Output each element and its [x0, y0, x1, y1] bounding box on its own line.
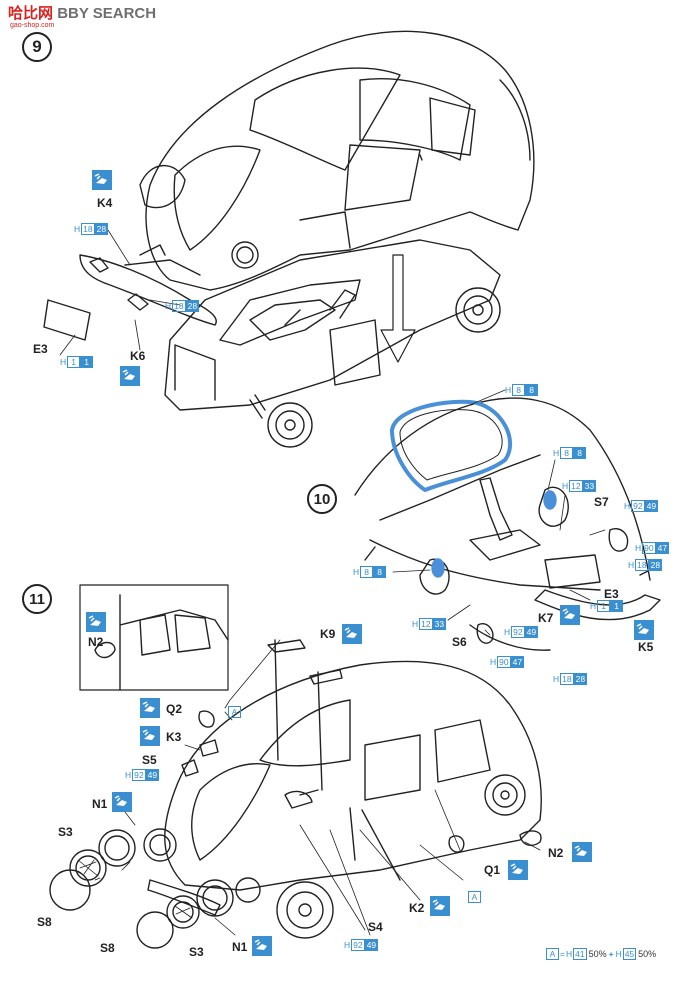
cement-glue-icon [140, 698, 160, 718]
part-label-s8: S8 [37, 915, 52, 929]
step9-leaders [59, 229, 181, 356]
part-label-s6: S6 [452, 635, 467, 649]
part-label-k6: K6 [130, 349, 146, 363]
part-label-k5: K5 [638, 640, 654, 654]
part-label-q1: Q1 [484, 863, 501, 877]
cement-glue-icon [120, 366, 140, 386]
step9-chassis [164, 239, 501, 448]
part-label-s3: S3 [58, 825, 73, 839]
part-label-n2-b: N2 [548, 846, 564, 860]
part-label-e3: E3 [33, 342, 48, 356]
step10-leaders [392, 389, 606, 636]
cement-glue-icon [560, 605, 580, 625]
headlight-recess-right [543, 490, 557, 510]
part-label-k9: K9 [320, 627, 336, 641]
part-label-k7: K7 [538, 611, 554, 625]
part-label-s3-b: S3 [189, 945, 204, 959]
step11-parts [49, 710, 542, 949]
cement-glue-icon [634, 620, 654, 640]
watermark-logo: 哈比网 BBY SEARCH [8, 6, 156, 22]
step11-inset [79, 584, 229, 691]
step9-body-shell [139, 30, 535, 291]
inset-door [94, 594, 229, 691]
step-number-11: 11 [22, 584, 52, 614]
part-label-s7: S7 [594, 495, 609, 509]
windshield-seal [390, 399, 512, 492]
cement-glue-icon [140, 726, 160, 746]
part-label-s5: S5 [142, 753, 157, 767]
watermark-en: BBY SEARCH [57, 5, 157, 22]
part-label-e3-b: E3 [604, 587, 619, 601]
cement-glue-icon [86, 612, 106, 632]
part-label-s4: S4 [368, 920, 383, 934]
cement-glue-icon [112, 792, 132, 812]
cement-glue-icon [572, 842, 592, 862]
cement-glue-icon [252, 936, 272, 956]
part-label-n1-b: N1 [232, 940, 248, 954]
cement-glue-icon [508, 860, 528, 880]
legend-a-box: A [546, 948, 559, 960]
part-label-k3: K3 [166, 730, 182, 744]
part-label-k4: K4 [97, 196, 113, 210]
cement-glue-icon [430, 896, 450, 916]
part-label-n1: N1 [92, 797, 108, 811]
step9-drop-arrow [380, 254, 416, 363]
step-number-9: 9 [22, 32, 52, 62]
watermark-cn: 哈比网 [8, 5, 54, 22]
paint-mix-marker: A [228, 706, 241, 718]
step-number-10: 10 [307, 484, 337, 514]
step9-bumper [43, 244, 217, 341]
watermark-url: gao-shop.com [10, 22, 55, 29]
paint-mix-marker: A [468, 891, 481, 903]
part-label-k2: K2 [409, 901, 425, 915]
cement-glue-icon [92, 170, 112, 190]
part-label-n2: N2 [88, 635, 104, 649]
part-label-s8-b: S8 [100, 941, 115, 955]
headlight-recess-left [431, 558, 445, 578]
step11-car [143, 639, 542, 939]
part-label-q2: Q2 [166, 702, 183, 716]
cement-glue-icon [342, 624, 362, 644]
